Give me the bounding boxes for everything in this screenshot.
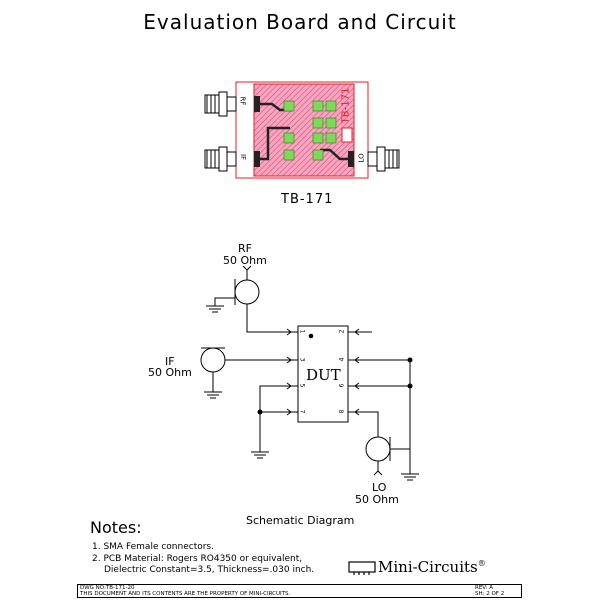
notes-heading: Notes: (90, 518, 142, 537)
board-outline (235, 81, 369, 179)
dut-label: DUT (306, 366, 341, 384)
schematic-diagram (200, 265, 419, 481)
rf-sma-connector (204, 91, 237, 117)
lo-impedance: 50 Ohm (355, 493, 399, 506)
rf-name: RF (238, 242, 252, 255)
pin-1: 1 (298, 329, 306, 334)
if-name: IF (165, 355, 175, 368)
pin1-dot (308, 333, 314, 339)
title-block (77, 584, 522, 598)
pin-8: 8 (338, 409, 346, 414)
note-1: 1. SMA Female connectors. (92, 542, 214, 552)
board-label: TB-171 (281, 192, 334, 207)
pcb-area (253, 83, 355, 177)
pin-2: 2 (338, 329, 346, 334)
note-2: 2. PCB Material: Rogers RO4350 or equiva… (92, 554, 303, 564)
mini-circuits-logo: Mini-Circuits® (378, 558, 486, 576)
disclaimer: THIS DOCUMENT AND ITS CONTENTS ARE THE P… (80, 591, 291, 597)
note-2-cont: Dielectric Constant=3.5, Thickness=.030 … (104, 565, 315, 575)
dut-box (297, 325, 349, 423)
lo-sma-connector (367, 146, 400, 172)
lo-connector-symbol (365, 436, 391, 462)
pin-5: 5 (298, 383, 306, 388)
sheet-number: SH: 2 OF 2 (475, 591, 505, 597)
board-port-lo: LO (357, 153, 366, 163)
pin-4: 4 (338, 357, 346, 362)
rf-impedance: 50 Ohm (223, 254, 267, 267)
page-title: Evaluation Board and Circuit (143, 10, 457, 34)
board-port-if: IF (239, 153, 248, 161)
if-sma-connector (204, 146, 237, 172)
if-impedance: 50 Ohm (148, 366, 192, 379)
if-connector-symbol (200, 347, 226, 373)
green-pads (283, 100, 337, 161)
pin-7: 7 (298, 409, 306, 414)
lo-name: LO (372, 481, 387, 494)
dwg-number: DWG NO:TB-171-20 (80, 585, 135, 591)
logo-icon (348, 561, 376, 575)
rf-connector-symbol (234, 279, 260, 305)
pin-6: 6 (338, 383, 346, 388)
schematic-caption: Schematic Diagram (246, 514, 355, 527)
board-component (341, 127, 353, 143)
pin-3: 3 (298, 357, 306, 362)
revision: REV: A (475, 585, 493, 591)
board-silkscreen: TB-171 (340, 87, 352, 124)
board-port-rf: RF (238, 96, 247, 106)
